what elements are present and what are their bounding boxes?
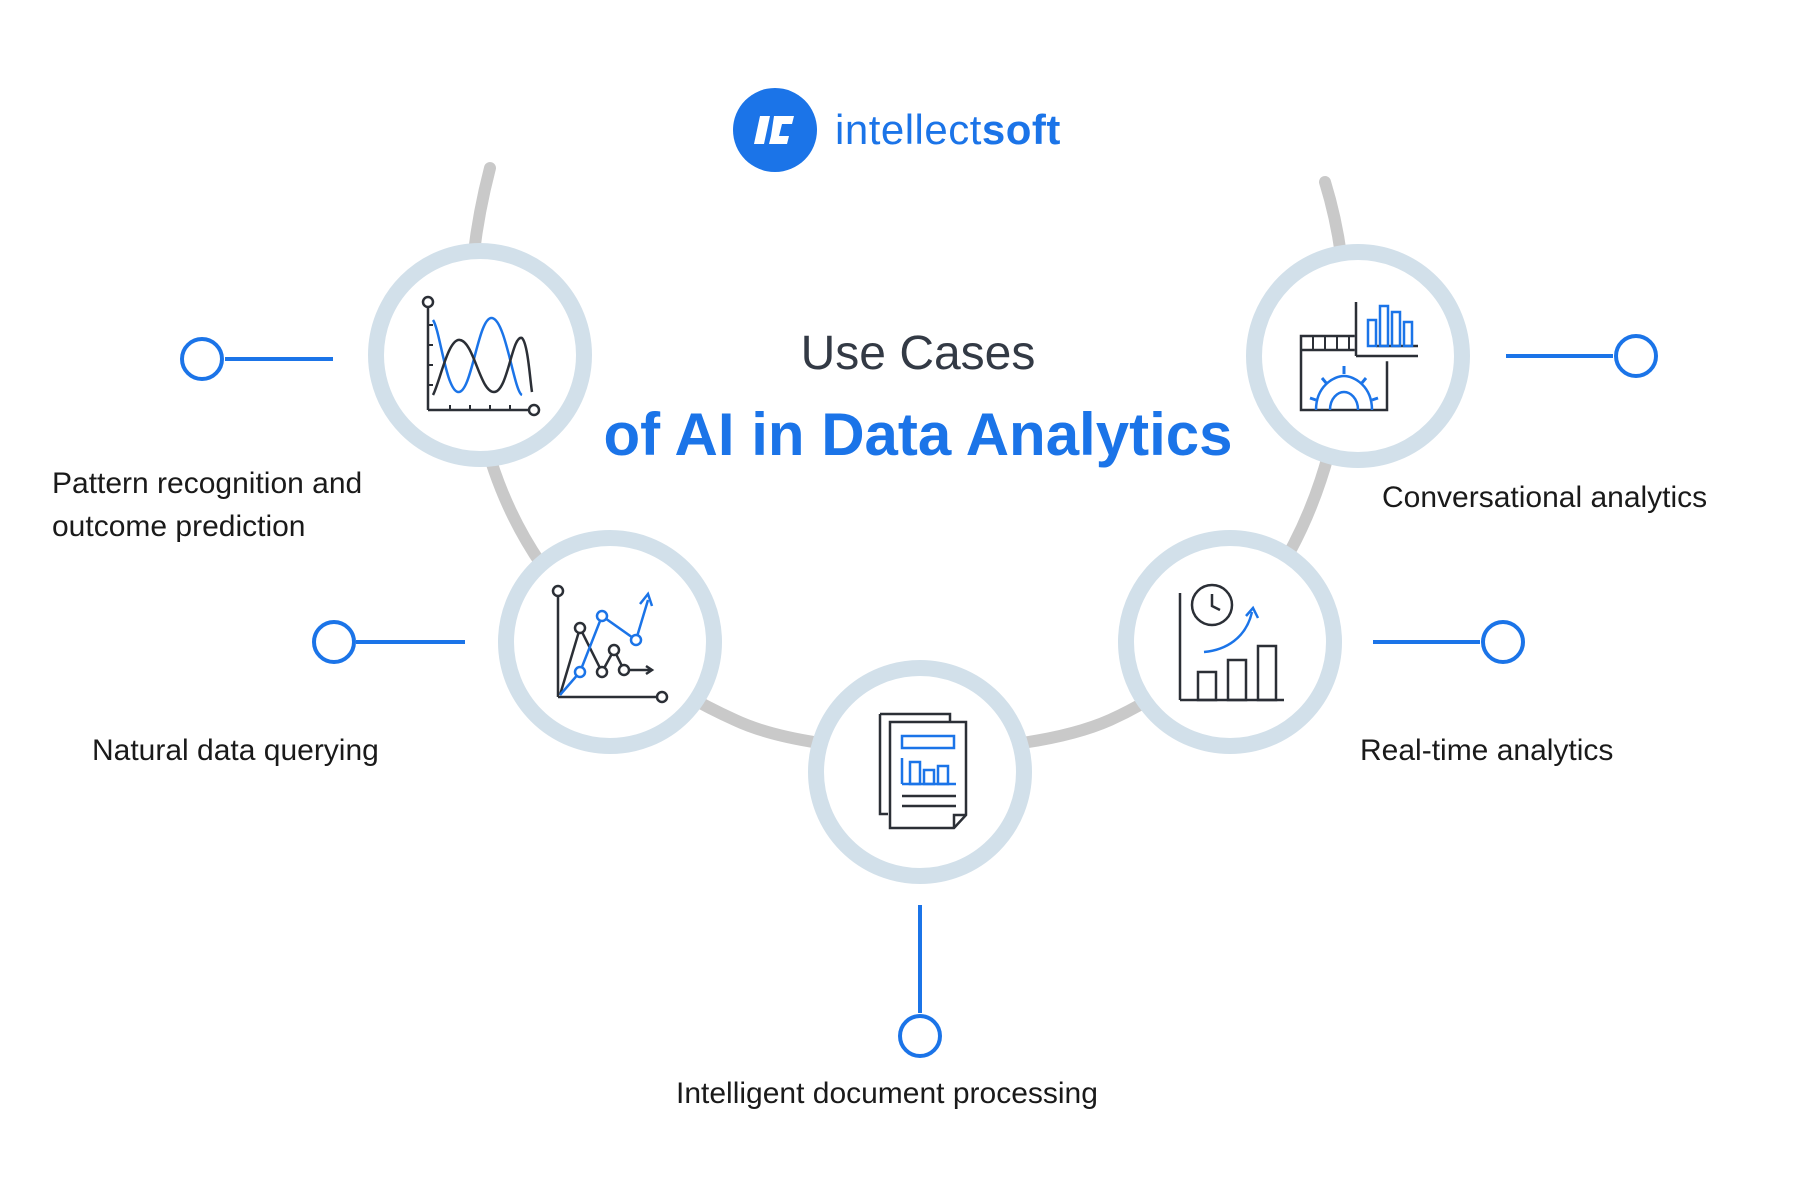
- label-natural-querying: Natural data querying: [92, 734, 379, 767]
- clock-bar-chart-icon: [1178, 583, 1284, 702]
- intellectsoft-logo: intellectsoft: [733, 84, 1061, 176]
- wave-chart-icon: [421, 295, 541, 417]
- logo-text-bold: soft: [981, 106, 1061, 153]
- ring-conversational-analytics: [1246, 244, 1470, 468]
- connector-document: [898, 905, 942, 1058]
- logo-text-light: intellect: [835, 106, 982, 153]
- document-chart-icon: [878, 712, 968, 830]
- logo-wordmark: intellectsoft: [835, 106, 1061, 154]
- label-pattern-line-2: outcome prediction: [52, 510, 306, 543]
- label-pattern-recognition: Pattern recognition and outcome predicti…: [52, 462, 362, 548]
- label-document-processing: Intelligent document processing: [676, 1077, 1098, 1110]
- logo-mark-icon: [733, 88, 817, 172]
- connector-conversational: [1506, 334, 1658, 378]
- connector-realtime: [1373, 620, 1525, 664]
- title-line-2: of AI in Data Analytics: [603, 401, 1233, 468]
- ring-realtime-analytics: [1118, 530, 1342, 754]
- title-line-1: Use Cases: [800, 327, 1036, 380]
- label-realtime-analytics: Real-time analytics: [1360, 734, 1614, 767]
- ring-pattern-recognition: [368, 243, 592, 467]
- connector-pattern: [180, 337, 333, 381]
- ring-natural-querying: [498, 530, 722, 754]
- scatter-line-chart-icon: [551, 584, 669, 704]
- dashboard-gear-icon: [1299, 298, 1418, 412]
- ring-document-processing: [808, 660, 1032, 884]
- connector-querying: [312, 620, 465, 664]
- label-pattern-line-1: Pattern recognition and: [52, 467, 363, 500]
- label-conversational-analytics: Conversational analytics: [1382, 481, 1708, 514]
